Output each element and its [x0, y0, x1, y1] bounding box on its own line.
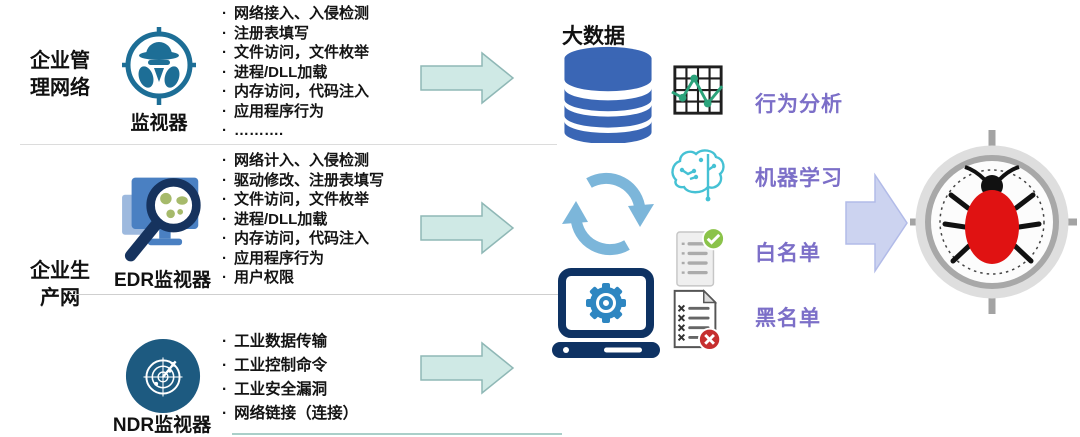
monitor-label: EDR监视器 [113, 270, 212, 291]
network-label-management: 企业管 理网络 [10, 48, 110, 102]
bullet-item: 工业安全漏洞 [222, 378, 358, 402]
section-divider [70, 294, 558, 295]
gear-monitor-icon [552, 268, 660, 358]
bullet-item: 进程/DLL加载 [222, 63, 369, 83]
bullet-item: 文件访问，文件枚举 [222, 190, 384, 210]
output-label-behavior-analysis: 行为分析 [755, 93, 843, 116]
flow-arrow-icon [420, 341, 515, 395]
result-arrow-icon [845, 172, 908, 274]
network-label-line2: 产网 [40, 287, 80, 309]
network-label-line2: 理网络 [30, 77, 90, 99]
output-label-blacklist: 黑名单 [755, 307, 821, 330]
spy-crosshair-icon [122, 27, 196, 105]
output-label-whitelist: 白名单 [755, 242, 821, 265]
whitelist-check-document-icon [676, 227, 725, 287]
machine-learning-brain-icon [671, 149, 725, 202]
bug-in-target-icon [910, 130, 1077, 314]
bullet-item: 内存访问，代码注入 [222, 229, 384, 249]
bottom-divider [232, 433, 562, 435]
bullet-item: 工业数据传输 [222, 330, 358, 354]
bullet-item: 内存访问，代码注入 [222, 82, 369, 102]
blacklist-cross-document-icon [673, 289, 722, 351]
bullet-item: 用户权限 [222, 268, 384, 288]
section-divider [20, 144, 557, 145]
network-label-line1: 企业管 [30, 50, 90, 72]
monitor-label: 监视器 [130, 113, 188, 134]
big-data-title: 大数据 [562, 25, 625, 48]
bullet-item: 网络计入、入侵检测 [222, 151, 384, 171]
flow-arrow-icon [420, 201, 515, 255]
bullet-item: 文件访问，文件枚举 [222, 43, 369, 63]
magnifier-monitor-icon [122, 177, 201, 262]
radar-circle-icon [125, 338, 201, 414]
bullet-item: 注册表填写 [222, 24, 369, 44]
flow-arrow-icon [420, 51, 515, 105]
monitor-label: NDR监视器 [112, 415, 212, 436]
bullet-item: 进程/DLL加载 [222, 210, 384, 230]
sync-arrows-icon [562, 172, 654, 256]
network-label-production: 企业生 产网 [12, 258, 108, 312]
bullet-item: 网络接入、入侵检测 [222, 4, 369, 24]
bullet-item: 应用程序行为 [222, 102, 369, 122]
bullet-item: 应用程序行为 [222, 249, 384, 269]
database-icon [564, 46, 652, 143]
bullet-item: ………. [222, 121, 369, 141]
bullet-item: 网络链接（连接） [222, 402, 358, 426]
bullet-item: 驱动修改、注册表填写 [222, 171, 384, 191]
bullet-list-production: 网络计入、入侵检测驱动修改、注册表填写文件访问，文件枚举进程/DLL加载内存访问… [222, 151, 384, 288]
bullet-list-ndr: 工业数据传输工业控制命令工业安全漏洞网络链接（连接） [222, 330, 358, 426]
output-label-machine-learning: 机器学习 [755, 167, 843, 190]
bullet-item: 工业控制命令 [222, 354, 358, 378]
network-label-line1: 企业生 [30, 260, 90, 282]
bullet-list-management: 网络接入、入侵检测注册表填写文件访问，文件枚举进程/DLL加载内存访问，代码注入… [222, 4, 369, 141]
behavior-analysis-chart-icon [671, 65, 724, 115]
